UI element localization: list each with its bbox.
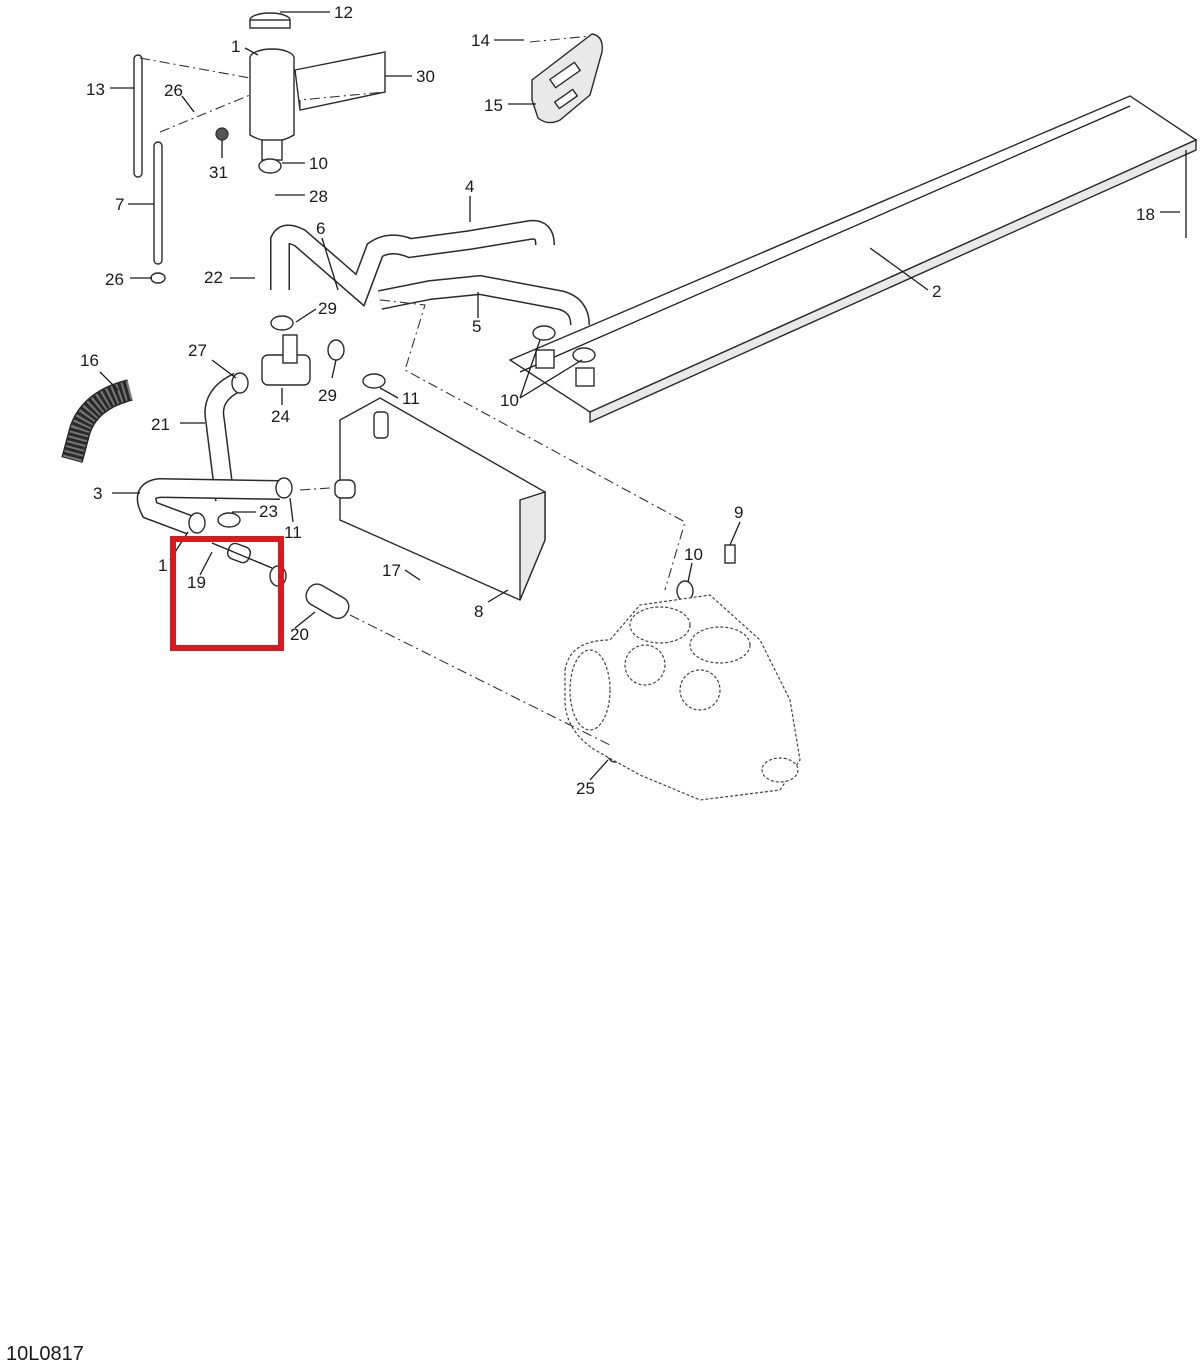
callout-28: 28 xyxy=(309,187,328,206)
hose-part-28-22 xyxy=(247,165,270,250)
hose-part-16 xyxy=(61,379,133,463)
callout-5: 5 xyxy=(472,317,481,336)
callout-31: 31 xyxy=(209,163,228,182)
coolant-tank-part-1 xyxy=(249,12,386,161)
callout-24: 24 xyxy=(271,407,290,426)
callout-6: 6 xyxy=(316,219,325,238)
heat-exchanger-part-8 xyxy=(334,397,546,601)
callout-18: 18 xyxy=(1136,205,1155,224)
callout-14: 14 xyxy=(471,31,490,50)
callout-10-radiator: 10 xyxy=(500,391,519,410)
hose-part-5 xyxy=(378,274,590,326)
callout-8: 8 xyxy=(474,602,483,621)
callout-23: 23 xyxy=(259,502,278,521)
callout-19: 19 xyxy=(187,573,206,592)
callout-25: 25 xyxy=(576,779,595,798)
t-fitting-part-24 xyxy=(261,334,311,386)
callout-29-upper: 29 xyxy=(318,299,337,318)
callout-29-lower: 29 xyxy=(318,386,337,405)
diagram-code: 10L0817 xyxy=(6,1343,84,1365)
fitting-part-19 xyxy=(211,542,273,569)
callout-22: 22 xyxy=(204,268,223,287)
callout-labels: 12 1 30 13 26 31 10 28 7 26 22 6 4 29 27… xyxy=(80,3,1155,798)
callout-21: 21 xyxy=(151,415,170,434)
rod-part-13 xyxy=(133,54,143,178)
callout-16: 16 xyxy=(80,351,99,370)
rod-part-7 xyxy=(150,141,166,284)
callout-12: 12 xyxy=(334,3,353,22)
callout-3: 3 xyxy=(93,484,102,503)
leader-lines xyxy=(99,11,1187,781)
bracket-part-15 xyxy=(531,33,603,124)
callout-4: 4 xyxy=(465,177,474,196)
hose-part-3 xyxy=(136,477,281,535)
callout-2: 2 xyxy=(932,282,941,301)
callout-17: 17 xyxy=(382,561,401,580)
callout-11-lower: 11 xyxy=(284,523,302,542)
callout-7: 7 xyxy=(115,195,124,214)
callout-15: 15 xyxy=(484,96,503,115)
hose-part-6-4 xyxy=(270,219,555,307)
callout-20: 20 xyxy=(290,625,309,644)
callout-10-engine: 10 xyxy=(684,545,703,564)
callout-1-lower: 1 xyxy=(158,556,167,575)
callout-11-upper: 11 xyxy=(402,389,420,408)
callout-26-bottom: 26 xyxy=(105,270,124,289)
callout-13: 13 xyxy=(86,80,105,99)
callout-1-tank: 1 xyxy=(231,37,240,56)
hose-part-20 xyxy=(305,583,350,620)
assembly-guide-lines xyxy=(139,35,686,746)
engine-block xyxy=(564,544,801,801)
callout-27: 27 xyxy=(188,341,207,360)
callout-26-top: 26 xyxy=(164,81,183,100)
callout-9: 9 xyxy=(734,503,743,522)
callout-10-top: 10 xyxy=(309,154,328,173)
radiator-part-2 xyxy=(508,95,1198,424)
callout-30: 30 xyxy=(416,67,435,86)
